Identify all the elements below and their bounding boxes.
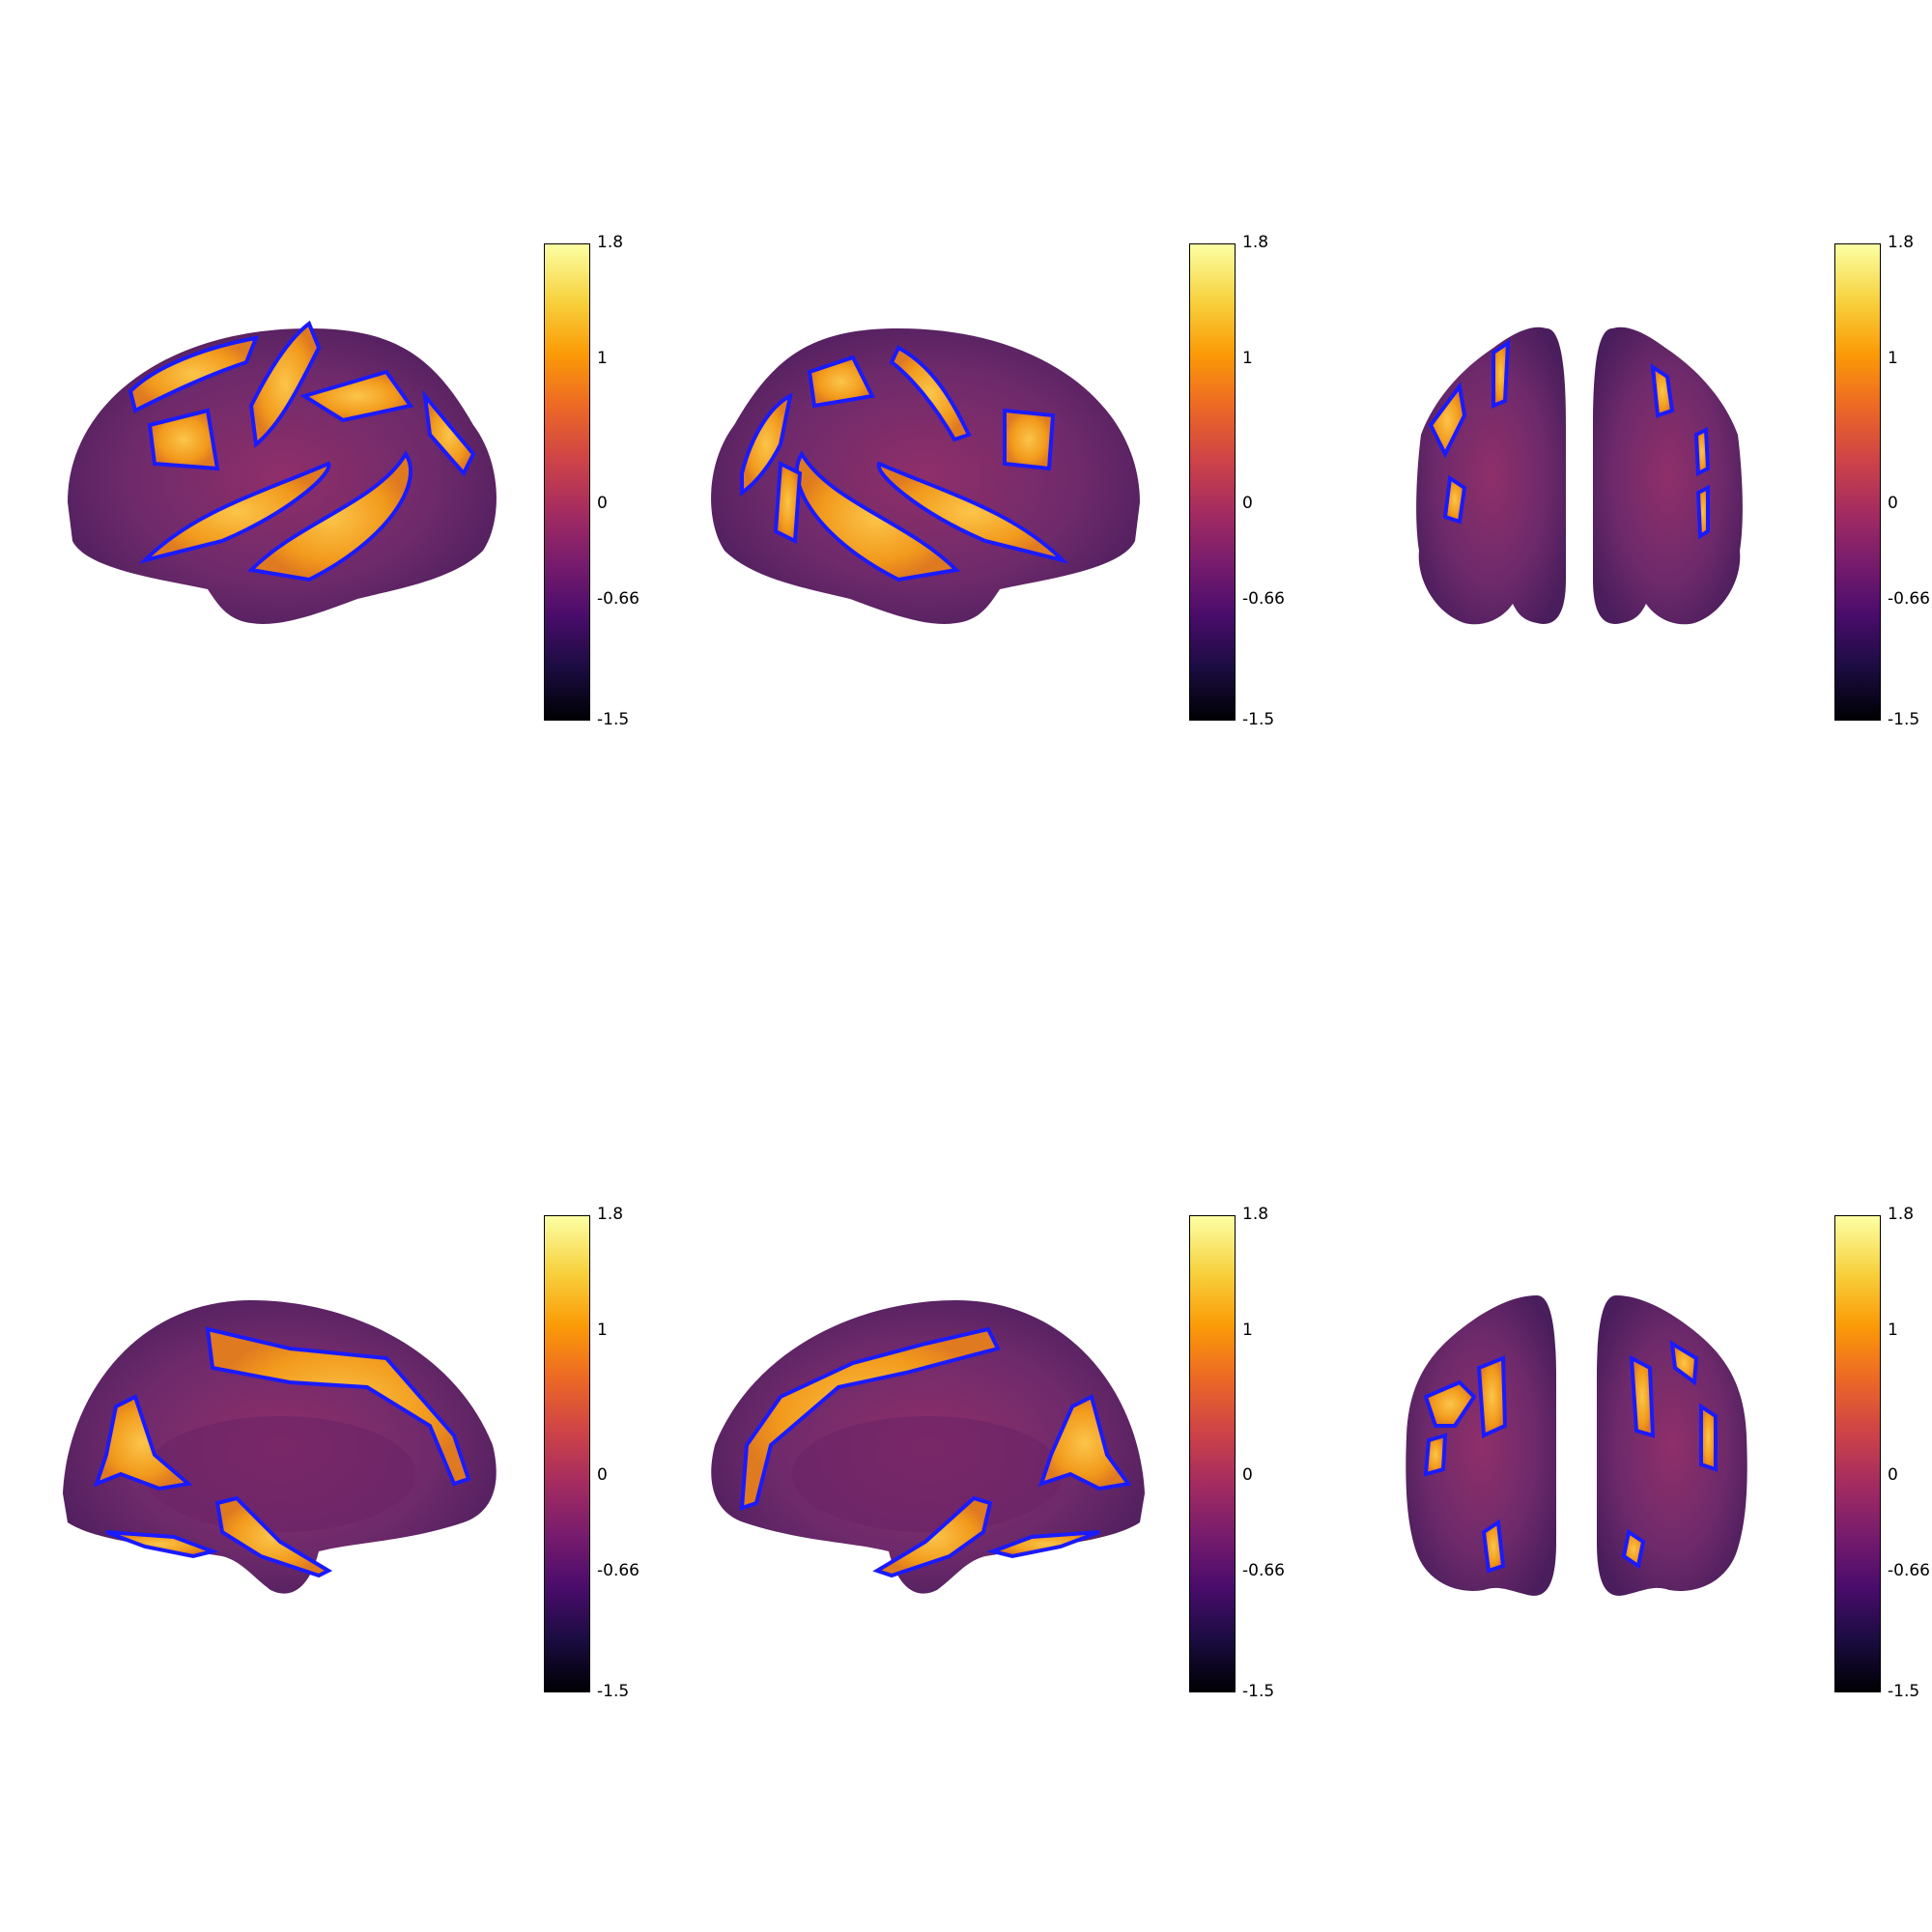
brain-surface-lateral-right [711,328,1140,624]
colorbar-tick: -0.66 [597,1561,639,1580]
panel-anterior: 1.8 1 0 -0.66 -1.5 [1291,232,1930,734]
colorbar-tick: -1.5 [1242,710,1275,729]
panel-medial-left: 1.8 1 0 -0.66 -1.5 [0,1204,639,1706]
colorbar-tick: 0 [1242,1465,1253,1485]
colorbar-tick: 1.8 [597,233,624,252]
panel-lateral-right: 1.8 1 0 -0.66 -1.5 [645,232,1285,734]
panel-posterior: 1.8 1 0 -0.66 -1.5 [1291,1204,1930,1706]
colorbar-tick: -1.5 [1242,1682,1275,1701]
brain-surface-anterior [1416,327,1743,625]
colorbar-tick: -1.5 [597,1682,630,1701]
brain-surface-lateral-left [68,320,497,624]
colorbar [544,1215,590,1692]
colorbar-tick: 1.8 [1242,233,1269,252]
colorbar-tick: 1 [597,349,608,368]
panel-lateral-left: 1.8 1 0 -0.66 -1.5 [0,232,639,734]
colorbar-tick: -1.5 [1888,1682,1920,1701]
colorbar-tick: 1.8 [1888,1205,1915,1224]
colorbar-tick: 1 [1242,349,1253,368]
brain-surface-posterior [1406,1295,1747,1596]
colorbar-tick: 1 [1888,349,1898,368]
colorbar-tick: 1 [1888,1321,1898,1340]
colorbar [1189,243,1236,721]
colorbar-tick: 0 [1888,1465,1898,1485]
brain-surface-medial-right [711,1300,1145,1594]
colorbar-tick: 1.8 [597,1205,624,1224]
colorbar-tick: 0 [597,1465,608,1485]
colorbar-tick: 0 [1888,494,1898,513]
colorbar-tick: 1.8 [1888,233,1915,252]
colorbar-tick: -0.66 [1888,1561,1930,1580]
colorbar [1834,1215,1881,1692]
colorbar-tick: -0.66 [1888,589,1930,609]
colorbar-tick: -1.5 [1888,710,1920,729]
brain-surface-medial-left [63,1300,497,1594]
colorbar-tick: 0 [1242,494,1253,513]
colorbar [1189,1215,1236,1692]
colorbar-tick: 1.8 [1242,1205,1269,1224]
panel-medial-right: 1.8 1 0 -0.66 -1.5 [645,1204,1285,1706]
colorbar-tick: 1 [1242,1321,1253,1340]
colorbar-tick: -0.66 [1242,1561,1285,1580]
colorbar-tick: -0.66 [597,589,639,609]
colorbar-tick: 0 [597,494,608,513]
colorbar-tick: -0.66 [1242,589,1285,609]
colorbar-tick: 1 [597,1321,608,1340]
colorbar [1834,243,1881,721]
colorbar [544,243,590,721]
colorbar-tick: -1.5 [597,710,630,729]
